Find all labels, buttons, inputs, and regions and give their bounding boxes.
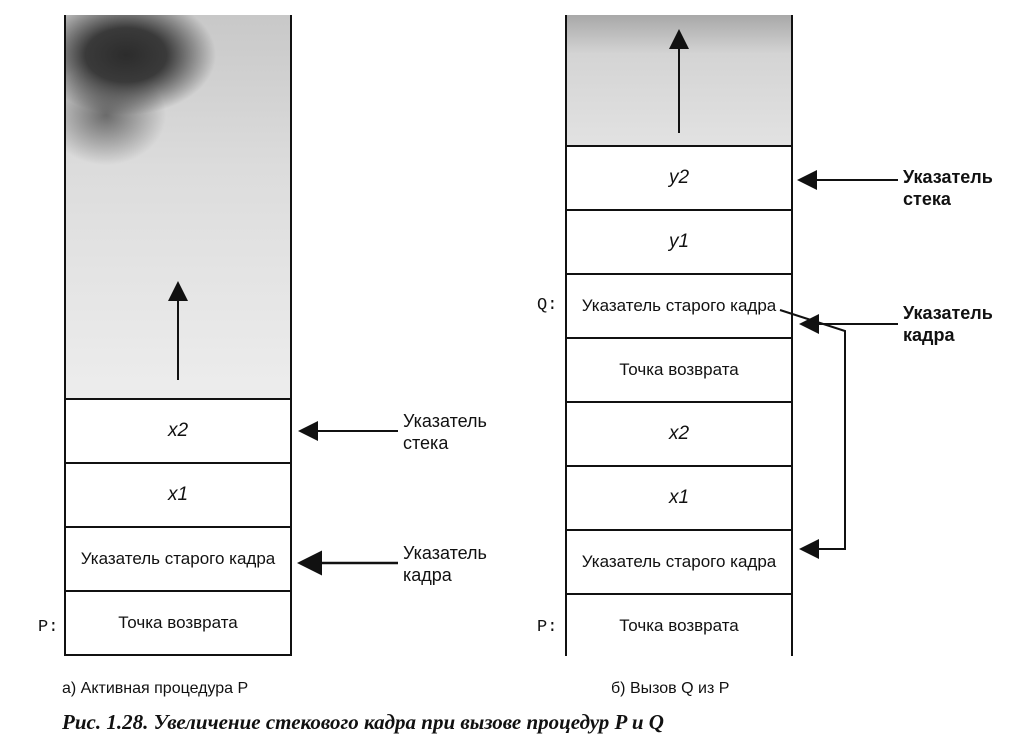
stack-b-q-mark: Q: [537,296,558,315]
stack-b-cell-x2: x2 [567,401,791,465]
stack-b-frame-pointer-label: Указатель кадра [903,303,993,345]
stack-b-stack-pointer-label: Указатель стека [903,167,993,209]
stack-a-cell-return-point: Точка возврата [66,590,290,654]
stack-b-old-frame-link-arrow [779,309,846,559]
stack-b-cell-return-point-q: Точка возврата [567,337,791,401]
stack-b-cell-return-point-p: Точка возврата [567,593,791,657]
stack-b-cell-x1: x1 [567,465,791,529]
stack-a-cell-x2: x2 [66,398,290,462]
stack-b-cell-old-frame-pointer-p: Указатель старого кадра [567,529,791,593]
stack-a-cell-old-frame-pointer: Указатель старого кадра [66,526,290,590]
stack-b-cell-y1: y1 [567,209,791,273]
stack-a: x2 x1 Указатель старого кадра Точка возв… [64,15,292,656]
stack-b-cell-y2: y2 [567,145,791,209]
figure-caption: Рис. 1.28. Увеличение стекового кадра пр… [62,710,664,734]
stack-a-stack-pointer-label: Указатель стека [403,411,487,453]
stack-a-caption: а) Активная процедура P [62,680,249,697]
stack-b-caption: б) Вызов Q из P [611,680,730,697]
stack-a-p-mark: P: [38,618,59,637]
stack-a-frame-pointer-label: Указатель кадра [403,543,487,585]
stack-b-cell-old-frame-pointer-q: Указатель старого кадра [567,273,791,337]
stack-a-cell-x1: x1 [66,462,290,526]
stack-b-p-mark: P: [537,618,558,637]
